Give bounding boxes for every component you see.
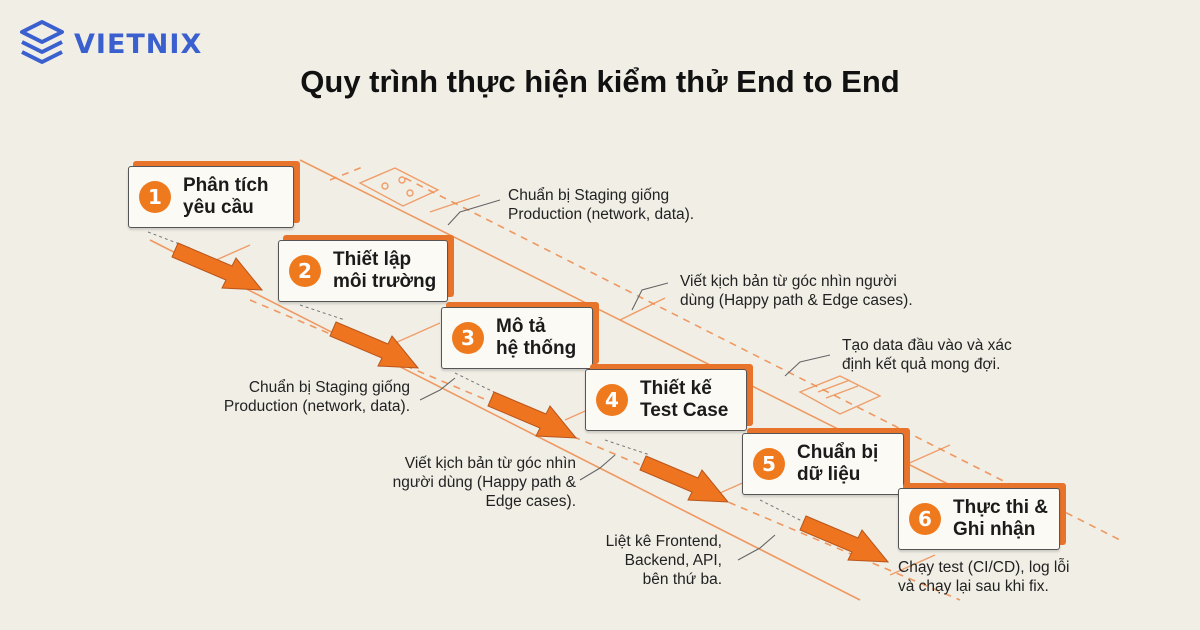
brand-logo[interactable]: VIETNIX xyxy=(18,18,202,70)
step-6: 6 Thực thi & Ghi nhận xyxy=(898,483,1066,550)
connector-dotted xyxy=(299,304,346,321)
arrow-step-5-6 xyxy=(799,515,890,563)
connector-dotted xyxy=(454,372,501,396)
rung xyxy=(429,194,481,213)
step-number-badge: 2 xyxy=(289,255,321,287)
step-2: 2 Thiết lập môi trường xyxy=(278,235,454,302)
sketch-form-icon xyxy=(798,375,882,415)
step-label: Chuẩn bị dữ liệu xyxy=(797,442,879,485)
note-bottom-staging: Chuẩn bị Staging giống Production (netwo… xyxy=(223,379,410,415)
note-top-staging: Chuẩn bị Staging giống Production (netwo… xyxy=(508,187,695,223)
arrow-step-1-2 xyxy=(171,242,264,291)
guide-arrow-dash xyxy=(329,165,366,181)
sketch-network-icon xyxy=(358,167,440,207)
step-5: 5 Chuẩn bị dữ liệu xyxy=(742,428,910,495)
step-4: 4 Thiết kế Test Case xyxy=(585,364,753,431)
rung xyxy=(619,297,666,321)
note-top-data: Tạo data đầu vào và xác định kết quả mon… xyxy=(842,337,1012,373)
connector-dotted xyxy=(604,439,651,456)
rung xyxy=(889,554,936,576)
step-label: Phân tích yêu cầu xyxy=(183,175,269,218)
pointer-line xyxy=(737,534,776,561)
arrow-step-3-4 xyxy=(487,391,578,439)
step-1: 1 Phân tích yêu cầu xyxy=(128,161,300,228)
rung xyxy=(394,322,441,344)
guide-line-dashed-upper xyxy=(404,177,1121,541)
step-number-badge: 6 xyxy=(909,503,941,535)
step-label: Thực thi & Ghi nhận xyxy=(953,497,1049,540)
arrow-step-4-5 xyxy=(639,455,730,503)
page-title: Quy trình thực hiện kiểm thử End to End xyxy=(300,64,900,99)
arrow-step-2-3 xyxy=(329,321,420,369)
pointer-line xyxy=(784,354,831,377)
note-bottom-list: Liệt kê Frontend, Backend, API, bên thứ … xyxy=(605,533,722,588)
step-number-badge: 5 xyxy=(753,448,785,480)
pointer-line xyxy=(579,454,616,481)
brand-name: VIETNIX xyxy=(74,28,203,60)
step-label: Mô tả hệ thống xyxy=(496,316,577,359)
guide-line-dashed-lower xyxy=(249,299,961,601)
pointer-line xyxy=(419,377,456,401)
note-bottom-run: Chạy test (CI/CD), log lỗi và chạy lại s… xyxy=(898,559,1070,595)
rung xyxy=(904,444,951,466)
step-number-badge: 4 xyxy=(596,384,628,416)
step-label: Thiết lập môi trường xyxy=(333,249,437,292)
connector-dotted xyxy=(759,499,811,526)
pointer-line xyxy=(631,282,669,311)
step-number-badge: 1 xyxy=(139,181,171,213)
note-bottom-script: Viết kịch bản từ góc nhìn người dùng (Ha… xyxy=(392,455,576,510)
note-top-script: Viết kịch bản từ góc nhìn người dùng (Ha… xyxy=(680,273,913,309)
guide-line-solid-lower xyxy=(149,239,861,601)
layers-logo-icon xyxy=(20,20,64,64)
step-label: Thiết kế Test Case xyxy=(640,378,729,421)
step-3: 3 Mô tả hệ thống xyxy=(441,302,599,369)
pointer-line xyxy=(447,199,501,226)
step-number-badge: 3 xyxy=(452,322,484,354)
